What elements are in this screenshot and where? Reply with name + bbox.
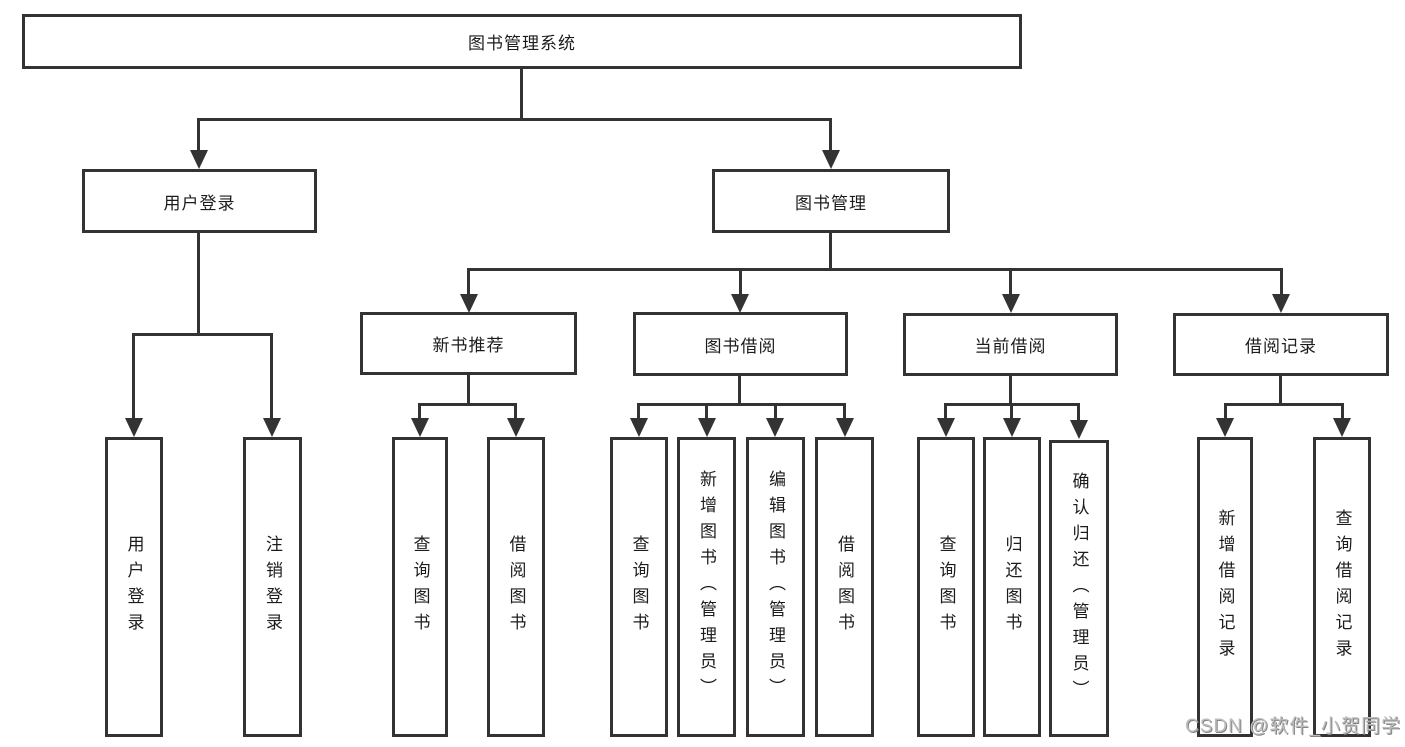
- arrowhead-book-borrow: [731, 294, 749, 313]
- arrowhead-borrow-record: [1272, 294, 1290, 313]
- arrowhead-bb-borrow: [836, 418, 854, 437]
- connector-bm-drop-1: [467, 268, 470, 296]
- leaf-record-add: 新增借阅记录: [1197, 437, 1253, 737]
- arrowhead-login: [125, 418, 143, 437]
- leaf-borrow-edit-book-label: 编辑图书（管理员）: [766, 470, 785, 704]
- leaf-borrow-borrow-book: 借阅图书: [815, 437, 874, 737]
- node-book-borrow: 图书借阅: [633, 312, 848, 376]
- connector-root-crossbar: [197, 118, 832, 121]
- arrowhead-new-book-recommend: [460, 294, 478, 313]
- node-root-label: 图书管理系统: [468, 34, 576, 53]
- arrowhead-nb-query: [411, 418, 429, 437]
- connector-root-left-drop: [197, 118, 200, 152]
- leaf-user-login: 用户登录: [105, 437, 163, 737]
- leaf-current-query-label: 查询图书: [936, 535, 956, 639]
- leaf-current-return-label: 归还图书: [1002, 535, 1022, 639]
- connector-bb-drop-1: [637, 403, 640, 420]
- connector-nb-crossbar: [418, 403, 517, 406]
- node-current-borrow-label: 当前借阅: [974, 337, 1047, 356]
- leaf-user-login-label: 用户登录: [124, 535, 144, 639]
- connector-cb-drop-1: [944, 403, 947, 420]
- leaf-current-confirm-return: 确认归还（管理员）: [1049, 440, 1109, 737]
- connector-br-stem: [1279, 376, 1282, 406]
- leaf-current-confirm-return-label: 确认归还（管理员）: [1069, 471, 1089, 706]
- leaf-borrow-add-book-label: 新增图书（管理员）: [697, 470, 716, 704]
- csdn-watermark: CSDN @软件_小贺同学: [1185, 716, 1401, 737]
- leaf-borrow-query: 查询图书: [610, 437, 668, 737]
- leaf-logout-label: 注销登录: [263, 535, 282, 639]
- arrowhead-bb-add: [698, 418, 716, 437]
- connector-bm-stem: [829, 233, 832, 271]
- arrowhead-nb-borrow: [507, 418, 525, 437]
- connector-br-drop-2: [1341, 403, 1344, 420]
- connector-nb-stem: [467, 375, 470, 406]
- leaf-current-query: 查询图书: [917, 437, 975, 737]
- connector-ul-drop-2: [270, 333, 273, 419]
- node-borrow-record: 借阅记录: [1173, 313, 1389, 376]
- connector-ul-crossbar: [132, 333, 273, 336]
- leaf-newbook-borrow-label: 借阅图书: [506, 535, 526, 639]
- connector-bb-drop-3: [774, 403, 777, 420]
- node-new-book-recommend-label: 新书推荐: [432, 336, 505, 355]
- leaf-borrow-borrow-book-label: 借阅图书: [835, 535, 854, 639]
- arrowhead-cb-query: [937, 418, 955, 437]
- node-user-login-label: 用户登录: [163, 193, 236, 213]
- connector-bm-drop-4: [1280, 268, 1283, 296]
- leaf-newbook-query-label: 查询图书: [410, 535, 430, 639]
- connector-bb-drop-2: [705, 403, 708, 420]
- arrowhead-bb-edit: [766, 418, 784, 437]
- connector-bb-drop-4: [843, 403, 846, 420]
- arrowhead-cb-return: [1003, 418, 1021, 437]
- leaf-record-query-label: 查询借阅记录: [1332, 509, 1352, 665]
- arrowhead-bb-query: [630, 418, 648, 437]
- connector-root-stem: [520, 69, 523, 120]
- node-book-management-label: 图书管理: [795, 193, 867, 213]
- leaf-borrow-query-label: 查询图书: [629, 535, 649, 639]
- connector-bm-drop-3: [1009, 268, 1012, 296]
- connector-nb-drop-1: [418, 403, 421, 420]
- node-book-borrow-label: 图书借阅: [704, 336, 777, 356]
- node-user-login: 用户登录: [82, 169, 317, 233]
- connector-cb-stem: [1009, 376, 1012, 406]
- leaf-newbook-query: 查询图书: [392, 437, 448, 737]
- connector-bm-crossbar: [467, 268, 1282, 271]
- arrowhead-user-login: [190, 150, 208, 169]
- connector-bb-stem: [738, 376, 741, 406]
- leaf-newbook-borrow: 借阅图书: [487, 437, 545, 737]
- connector-br-drop-1: [1224, 403, 1227, 420]
- connector-cb-drop-3: [1077, 403, 1080, 420]
- arrowhead-logout: [263, 418, 281, 437]
- node-new-book-recommend: 新书推荐: [360, 312, 577, 375]
- connector-ul-stem: [197, 233, 200, 336]
- node-borrow-record-label: 借阅记录: [1245, 337, 1317, 356]
- connector-ul-drop-1: [132, 333, 135, 419]
- connector-root-right-drop: [829, 118, 832, 152]
- leaf-current-return: 归还图书: [983, 437, 1041, 737]
- arrowhead-cb-confirm: [1070, 420, 1088, 439]
- arrowhead-book-management: [822, 150, 840, 169]
- connector-nb-drop-2: [514, 403, 517, 420]
- connector-bm-drop-2: [739, 268, 742, 296]
- node-root: 图书管理系统: [22, 14, 1022, 69]
- arrowhead-br-query: [1333, 418, 1351, 437]
- arrowhead-br-add: [1216, 418, 1234, 437]
- arrowhead-current-borrow: [1002, 294, 1020, 313]
- leaf-record-add-label: 新增借阅记录: [1215, 509, 1235, 665]
- leaf-record-query: 查询借阅记录: [1313, 437, 1371, 737]
- leaf-logout: 注销登录: [243, 437, 302, 737]
- leaf-borrow-add-book: 新增图书（管理员）: [677, 437, 736, 737]
- connector-cb-drop-2: [1010, 403, 1013, 420]
- node-current-borrow: 当前借阅: [903, 313, 1118, 376]
- connector-br-crossbar: [1224, 403, 1344, 406]
- node-book-management: 图书管理: [712, 169, 950, 233]
- leaf-borrow-edit-book: 编辑图书（管理员）: [746, 437, 805, 737]
- connector-bb-crossbar: [637, 403, 845, 406]
